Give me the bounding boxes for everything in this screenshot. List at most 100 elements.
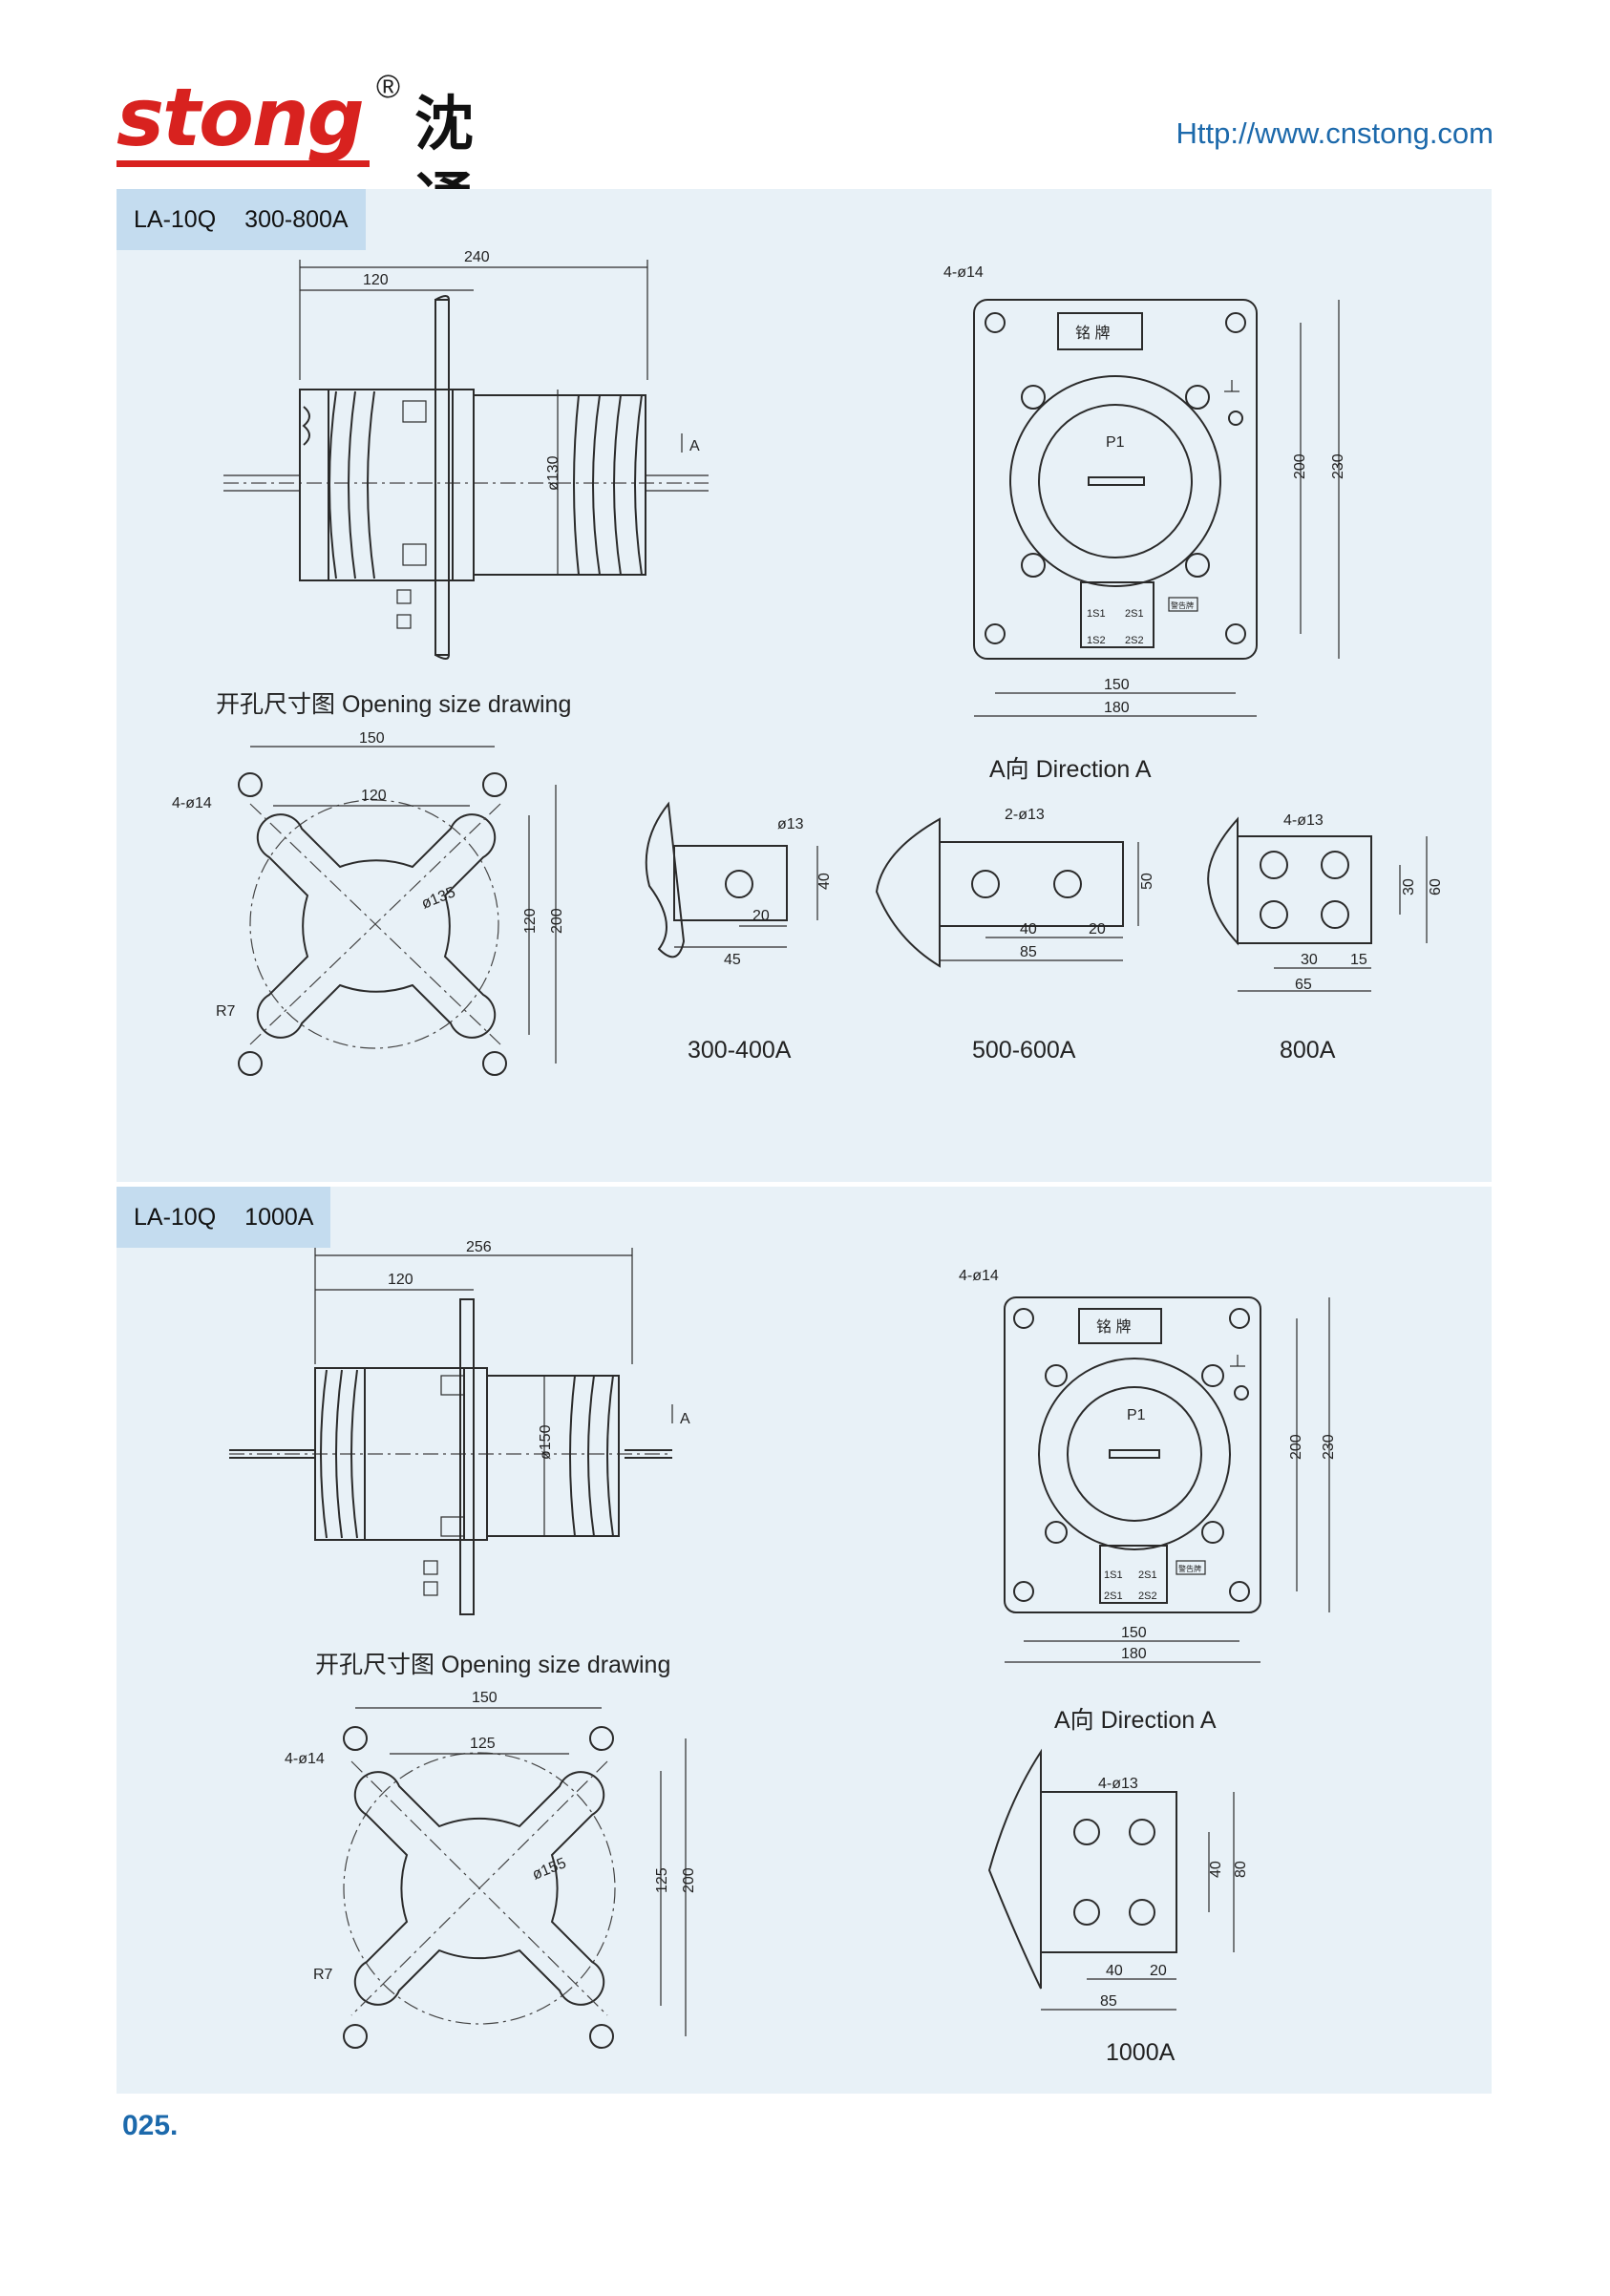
t2-hole: 2-ø13 (1005, 807, 1045, 823)
opening-dim-v-inner: 120 (522, 908, 539, 934)
page-number: 025. (122, 2110, 179, 2141)
t3-dim-1: 60 (1428, 878, 1444, 895)
opening-dim-top: 150 (472, 1690, 498, 1706)
t3-dim-2: 30 (1301, 952, 1318, 968)
terminal-300-400a: ø13 40 20 45 300-400A (645, 801, 833, 1064)
dim-overall: 240 (464, 249, 490, 265)
terminal-2s1b: 2S1 (1138, 1569, 1157, 1581)
rating-label: 300-800A (244, 206, 349, 233)
t4-dim-4: 85 (1100, 1993, 1117, 2010)
terminal-2s2: 2S2 (1138, 1590, 1157, 1602)
website-url[interactable]: Http://www.cnstong.com (1176, 116, 1493, 150)
nameplate: 铭 牌 (1096, 1318, 1131, 1336)
opening-title: 开孔尺寸图 Opening size drawing (216, 691, 571, 718)
arrow-label: A (680, 1411, 690, 1427)
opening-dim-v-outer: 200 (549, 908, 565, 934)
opening-view: 150 120 4-ø14 ø135 120 200 R7 (172, 730, 565, 1076)
opening-dim-v-outer: 200 (681, 1867, 697, 1893)
dim-dia: ø130 (545, 455, 561, 491)
dir-dim-h-inner: 150 (1121, 1625, 1147, 1641)
terminal-2s1: 2S1 (1125, 608, 1144, 620)
dir-holes: 4-ø14 (959, 1268, 999, 1284)
registered-mark: ® (376, 69, 401, 105)
t3-dim-0: 30 (1401, 878, 1417, 895)
opening-holes: 4-ø14 (285, 1751, 325, 1767)
t2-dim-0: 50 (1139, 873, 1155, 890)
terminal-1s1: 1S1 (1087, 608, 1106, 620)
opening-dia: ø135 (419, 884, 457, 912)
drawing-sheet-b: 256 120 ø150 A 开孔尺寸图 Opening size drawin… (229, 1239, 1337, 2066)
section-1000a: LA-10Q 1000A 256 120 ø150 A (117, 1187, 1492, 2094)
opening-dim-inner: 120 (361, 788, 387, 804)
model-label: LA-10Q (134, 1204, 217, 1231)
t2-dim-1: 40 (1020, 921, 1037, 937)
t3-hole: 4-ø13 (1283, 812, 1324, 829)
terminal-1s2: 1S2 (1087, 635, 1106, 646)
t2-dim-3: 85 (1020, 944, 1037, 960)
nameplate: 铭 牌 (1075, 325, 1110, 342)
t1-label: 300-400A (688, 1037, 792, 1064)
section-300-800a: LA-10Q 300-800A 240 120 ø130 (117, 189, 1492, 1182)
terminal-800a: 4-ø13 30 60 30 15 65 800A (1207, 812, 1444, 1064)
t4-dim-3: 20 (1150, 1963, 1167, 1979)
arrow-label: A (689, 438, 700, 454)
terminal-2s2: 2S2 (1125, 635, 1144, 646)
terminal-2s1a: 2S1 (1104, 1590, 1123, 1602)
t3-dim-3: 15 (1350, 952, 1367, 968)
rating-label: 1000A (244, 1204, 314, 1231)
t1-dim-2: 45 (724, 952, 741, 968)
direction-a-view: 铭 牌 P1 1S1 2S1 2S1 2S2 警告牌 200 230 150 1… (959, 1268, 1337, 1663)
opening-dim-inner: 125 (470, 1736, 496, 1752)
terminal-1s1: 1S1 (1104, 1569, 1123, 1581)
opening-holes: 4-ø14 (172, 795, 212, 811)
warning-plate: 警告牌 (1171, 600, 1194, 610)
opening-dia: ø155 (530, 1855, 568, 1883)
model-label: LA-10Q (134, 206, 217, 233)
t4-dim-0: 40 (1208, 1861, 1224, 1878)
section-tag: LA-10Q 1000A (117, 1187, 331, 1248)
t4-dim-2: 40 (1106, 1963, 1123, 1979)
dir-holes: 4-ø14 (943, 264, 984, 281)
t1-hole: ø13 (777, 816, 804, 832)
opening-dim-v-inner: 125 (654, 1867, 670, 1893)
dim-dia: ø150 (538, 1424, 554, 1460)
t3-dim-4: 65 (1295, 977, 1312, 993)
side-view: 240 120 ø130 A (223, 249, 709, 660)
direction-title: A向 Direction A (989, 756, 1152, 783)
t2-dim-2: 20 (1089, 921, 1106, 937)
direction-a-view: 铭 牌 P1 1S1 1S2 2S1 2S2 警告牌 200 230 150 1… (943, 264, 1346, 717)
dir-dim-h-inner: 150 (1104, 677, 1130, 693)
dir-dim-v-inner: 200 (1288, 1434, 1304, 1460)
side-view: 256 120 ø150 A (229, 1239, 690, 1615)
t1-dim-0: 40 (816, 873, 833, 890)
opening-radius: R7 (313, 1967, 333, 1983)
dir-dim-h-outer: 180 (1121, 1646, 1147, 1662)
opening-title: 开孔尺寸图 Opening size drawing (315, 1652, 670, 1678)
t3-label: 800A (1280, 1037, 1336, 1064)
terminal-500-600a: 2-ø13 50 40 20 85 500-600A (875, 807, 1155, 1064)
dir-dim-v-outer: 230 (1330, 453, 1346, 479)
t4-dim-1: 80 (1233, 1861, 1249, 1878)
dim-half: 120 (363, 272, 389, 288)
t4-label: 1000A (1106, 2039, 1176, 2066)
drawing-sheet-a: 240 120 ø130 A 开孔尺寸图 Opening size drawin… (172, 249, 1444, 1076)
t4-hole: 4-ø13 (1098, 1776, 1138, 1792)
dim-overall: 256 (466, 1239, 492, 1255)
logo-underline (117, 160, 370, 167)
dim-half: 120 (388, 1272, 413, 1288)
dir-dim-v-outer: 230 (1321, 1434, 1337, 1460)
opening-view: 150 125 4-ø14 ø155 125 200 R7 (285, 1690, 697, 2049)
p1-label: P1 (1127, 1407, 1146, 1423)
section-tag: LA-10Q 300-800A (117, 189, 366, 250)
direction-title: A向 Direction A (1054, 1707, 1217, 1734)
opening-dim-top: 150 (359, 730, 385, 747)
terminal-1000a: 4-ø13 40 80 40 20 85 1000A (987, 1748, 1249, 2066)
brand-latin: stong (117, 71, 365, 164)
opening-radius: R7 (216, 1003, 236, 1020)
t2-label: 500-600A (972, 1037, 1076, 1064)
p1-label: P1 (1106, 434, 1125, 451)
dir-dim-h-outer: 180 (1104, 700, 1130, 716)
warning-plate: 警告牌 (1178, 1564, 1201, 1573)
t1-dim-1: 20 (752, 908, 770, 924)
dir-dim-v-inner: 200 (1292, 453, 1308, 479)
